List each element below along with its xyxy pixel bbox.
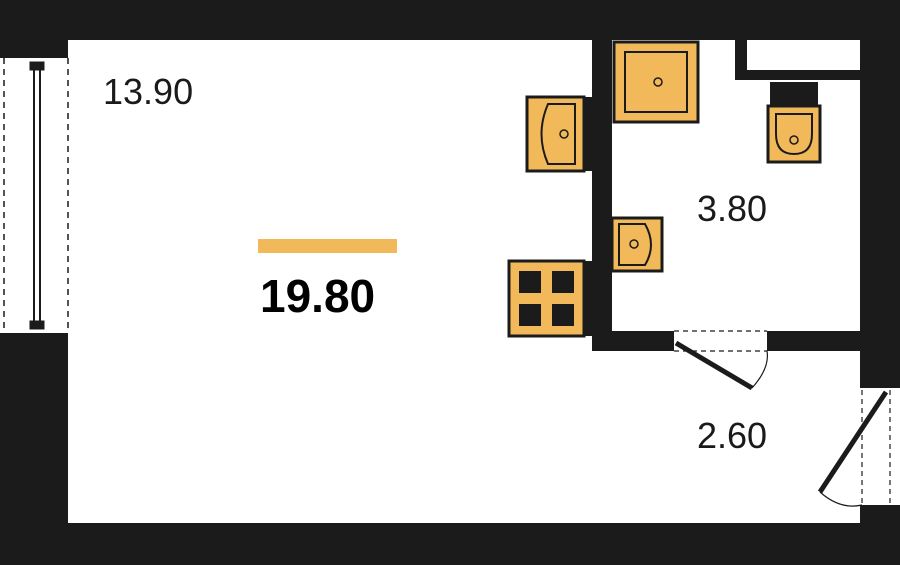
wall-bathroom-bottom-left xyxy=(592,331,674,351)
bathroom-area-label: 3.80 xyxy=(697,188,767,229)
kitchen-sink-icon xyxy=(525,95,592,173)
wall-top xyxy=(0,0,900,40)
wall-shaft-bottom xyxy=(735,70,860,80)
bathroom-sink-icon xyxy=(610,216,664,273)
door-icon xyxy=(666,330,775,391)
wall-left-upper xyxy=(0,0,68,58)
shower-tray-icon xyxy=(612,40,700,124)
stove-icon xyxy=(507,259,592,338)
wall-bathroom-bottom-right xyxy=(767,331,860,351)
wall-right-upper xyxy=(860,0,900,388)
entrance-door-icon xyxy=(817,380,900,513)
hallway-area-label: 2.60 xyxy=(697,415,767,456)
window-icon xyxy=(3,58,69,333)
total-area-accent-bar xyxy=(258,239,397,253)
wall-bathroom-left xyxy=(592,40,612,351)
total-area-label: 19.80 xyxy=(260,270,375,322)
wall-right-lower xyxy=(860,505,900,565)
main-room-area-label: 13.90 xyxy=(103,71,193,112)
toilet-icon xyxy=(766,82,822,164)
wall-bottom xyxy=(0,523,900,565)
